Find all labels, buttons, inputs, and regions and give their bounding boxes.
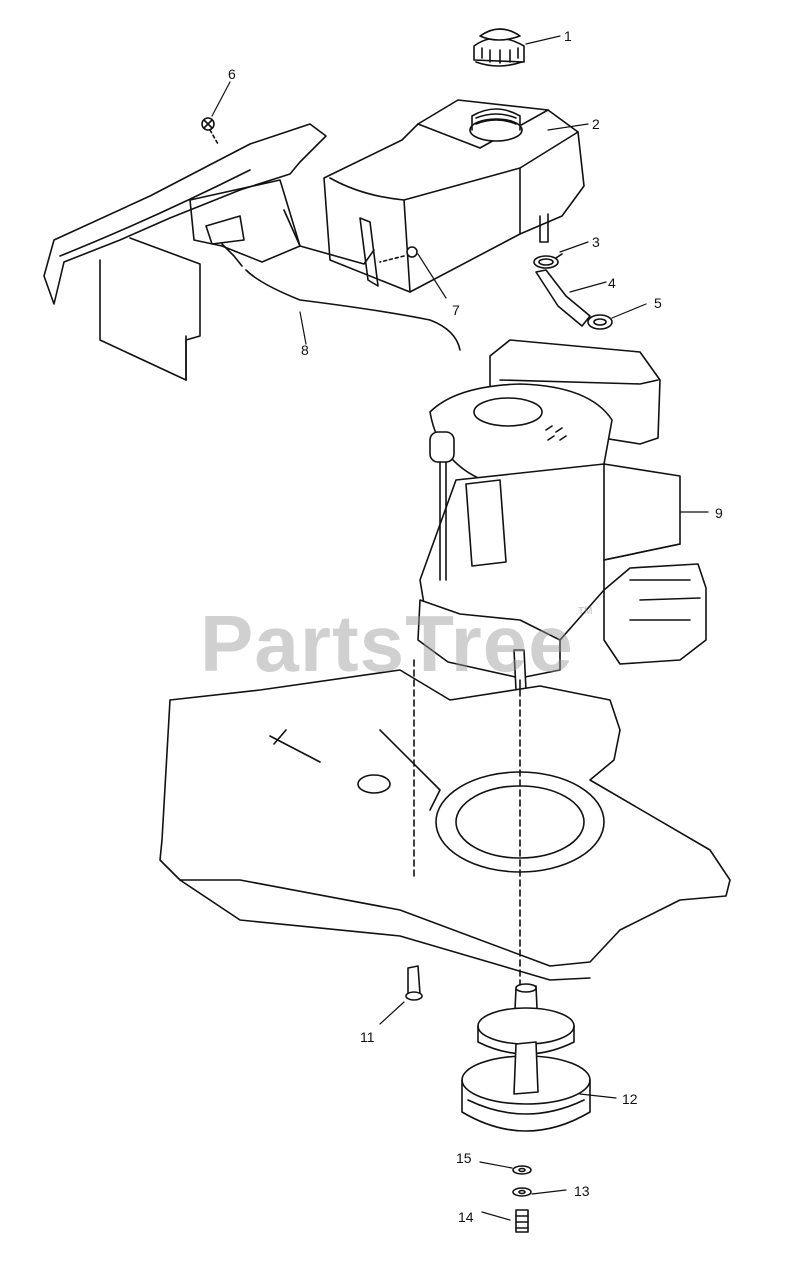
washer-15[interactable] (512, 1165, 532, 1175)
callout-12[interactable]: 12 (622, 1091, 638, 1107)
watermark-trademark: TM (578, 606, 593, 617)
watermark: PartsTree (200, 599, 574, 688)
washer-13[interactable] (512, 1187, 532, 1197)
mower-deck (159, 659, 731, 991)
fuel-tank[interactable] (323, 99, 585, 293)
engine[interactable] (417, 339, 707, 691)
callout-14[interactable]: 14 (458, 1209, 474, 1225)
fuel-hose[interactable] (535, 269, 591, 327)
callout-13[interactable]: 13 (574, 1183, 590, 1199)
callout-1[interactable]: 1 (564, 28, 572, 44)
throttle-cable[interactable] (205, 215, 461, 351)
hose-clamp-3[interactable] (533, 253, 563, 269)
bolt-14[interactable] (515, 1209, 529, 1233)
pulley[interactable] (461, 983, 591, 1132)
callout-2[interactable]: 2 (592, 116, 600, 132)
callout-11[interactable]: 11 (360, 1029, 375, 1045)
callout-9[interactable]: 9 (715, 505, 723, 521)
screw-6[interactable] (201, 117, 219, 145)
hose-clamp-5[interactable] (587, 314, 613, 330)
dash-panel (43, 123, 379, 381)
callout-4[interactable]: 4 (608, 275, 616, 291)
leader-lines (211, 35, 709, 1221)
bolt-11[interactable] (405, 965, 423, 1001)
callout-7[interactable]: 7 (452, 302, 460, 318)
callout-6[interactable]: 6 (228, 66, 236, 82)
callout-8[interactable]: 8 (301, 342, 309, 358)
callout-15[interactable]: 15 (456, 1150, 472, 1166)
fuel-fitting[interactable] (379, 246, 418, 263)
fuel-cap[interactable] (473, 28, 525, 67)
callout-3[interactable]: 3 (592, 234, 600, 250)
callout-5[interactable]: 5 (654, 295, 662, 311)
